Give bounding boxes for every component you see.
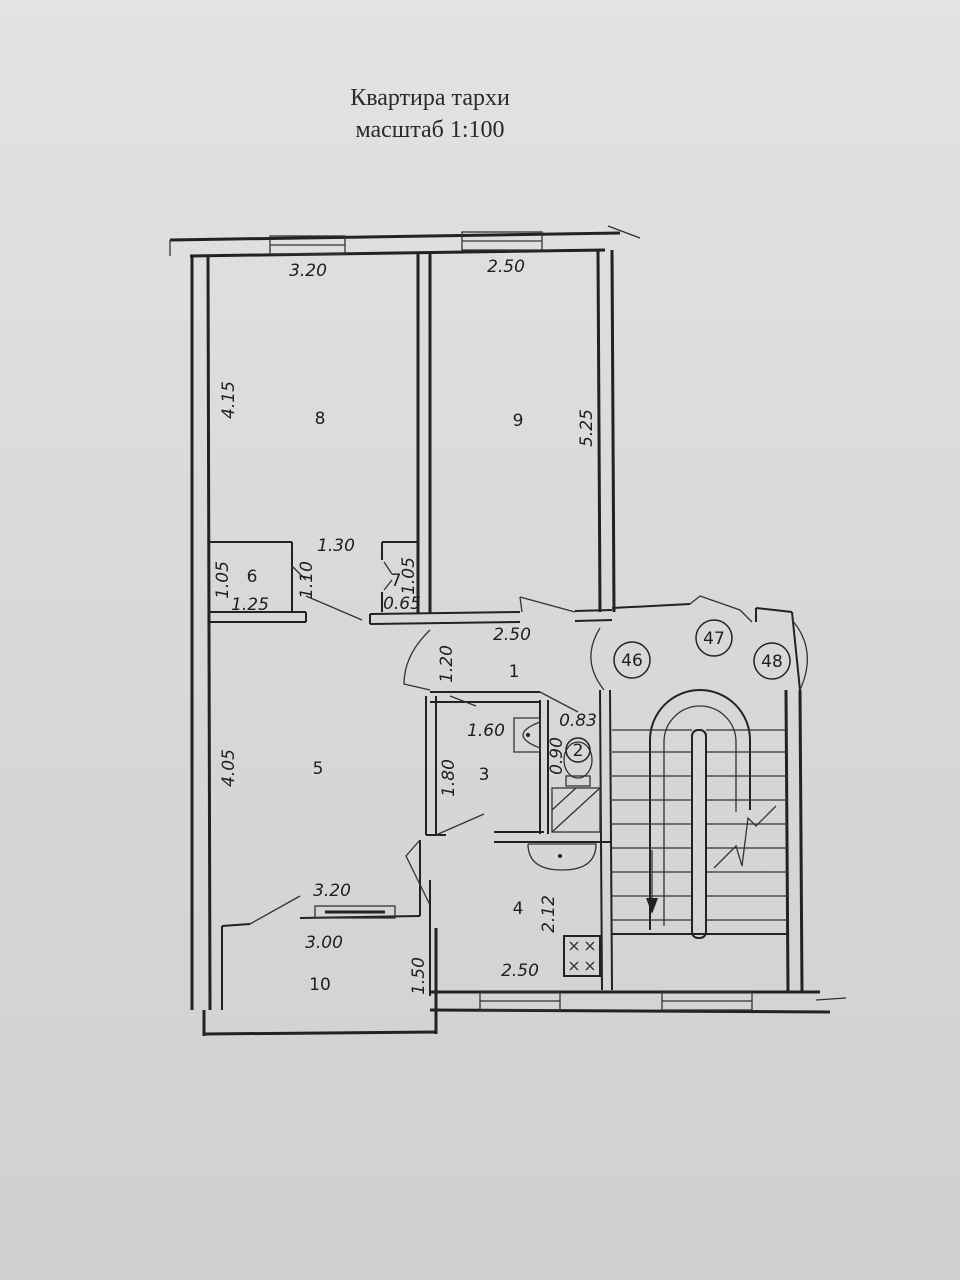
doors [249,561,808,925]
room-7-number: 7 [391,571,402,591]
stair-direction-arrow-icon [646,898,658,914]
dim-room3-width: 1.60 [467,721,505,741]
room-9-number: 9 [513,411,524,431]
neighbor-markers [565,619,791,763]
plan-title: Квартира тархи [350,85,510,111]
dim-room9-height: 5.25 [577,409,597,447]
dim-room2-height: 0.90 [547,737,567,775]
dim-room6-width: 1.25 [231,595,269,615]
dim-room6-height: 1.05 [213,561,233,599]
dim-room4-width: 2.50 [501,961,539,981]
plan-scale: масштаб 1:100 [355,117,505,143]
dim-room4-height: 2.12 [539,895,559,933]
dim-room6-door: 1.10 [297,561,317,599]
dim-room7-width: 0.65 [383,594,421,614]
dim-corridor: 1.30 [317,536,355,556]
room-3-number: 3 [479,765,490,785]
dim-room5-width: 3.20 [313,881,351,901]
apartment-46-number: 46 [621,651,643,671]
dim-room8-height: 4.15 [219,381,239,419]
staircase [612,689,788,939]
room-8-number: 8 [315,409,326,429]
dim-room8-width: 3.20 [289,261,327,281]
apartment-48-number: 48 [761,652,783,672]
windows [269,231,753,1011]
fixtures [513,717,601,977]
title-block: Квартира тархи масштаб 1:100 [300,82,560,146]
dim-room10-width: 3.00 [305,933,343,953]
room-2-number: 2 [573,741,584,761]
room-10-number: 10 [309,975,331,995]
room-4-number: 4 [513,899,524,919]
dim-room3-height: 1.80 [439,759,459,797]
dim-room1-height: 1.20 [437,645,457,683]
stove-burner-icon [569,941,595,971]
room-6-number: 6 [247,567,258,587]
room-1-number: 1 [509,662,520,682]
dim-room7-height: 1.05 [399,557,419,595]
apartment-47-number: 47 [703,629,725,649]
interior-walls [208,254,801,996]
room-5-number: 5 [313,759,324,779]
outer-walls [169,225,847,1036]
dim-room10-height: 1.50 [409,957,429,995]
dim-room5-height: 4.05 [219,749,239,787]
room-numbers: 8 9 6 7 1 3 2 5 4 10 46 47 48 [247,409,783,995]
dim-room1-width: 2.50 [493,625,531,645]
dim-room9-width: 2.50 [487,257,525,277]
dim-room2-width: 0.83 [559,711,597,731]
dimensions: 3.20 2.50 4.15 5.25 1.30 1.05 1.25 1.10 … [213,257,597,995]
